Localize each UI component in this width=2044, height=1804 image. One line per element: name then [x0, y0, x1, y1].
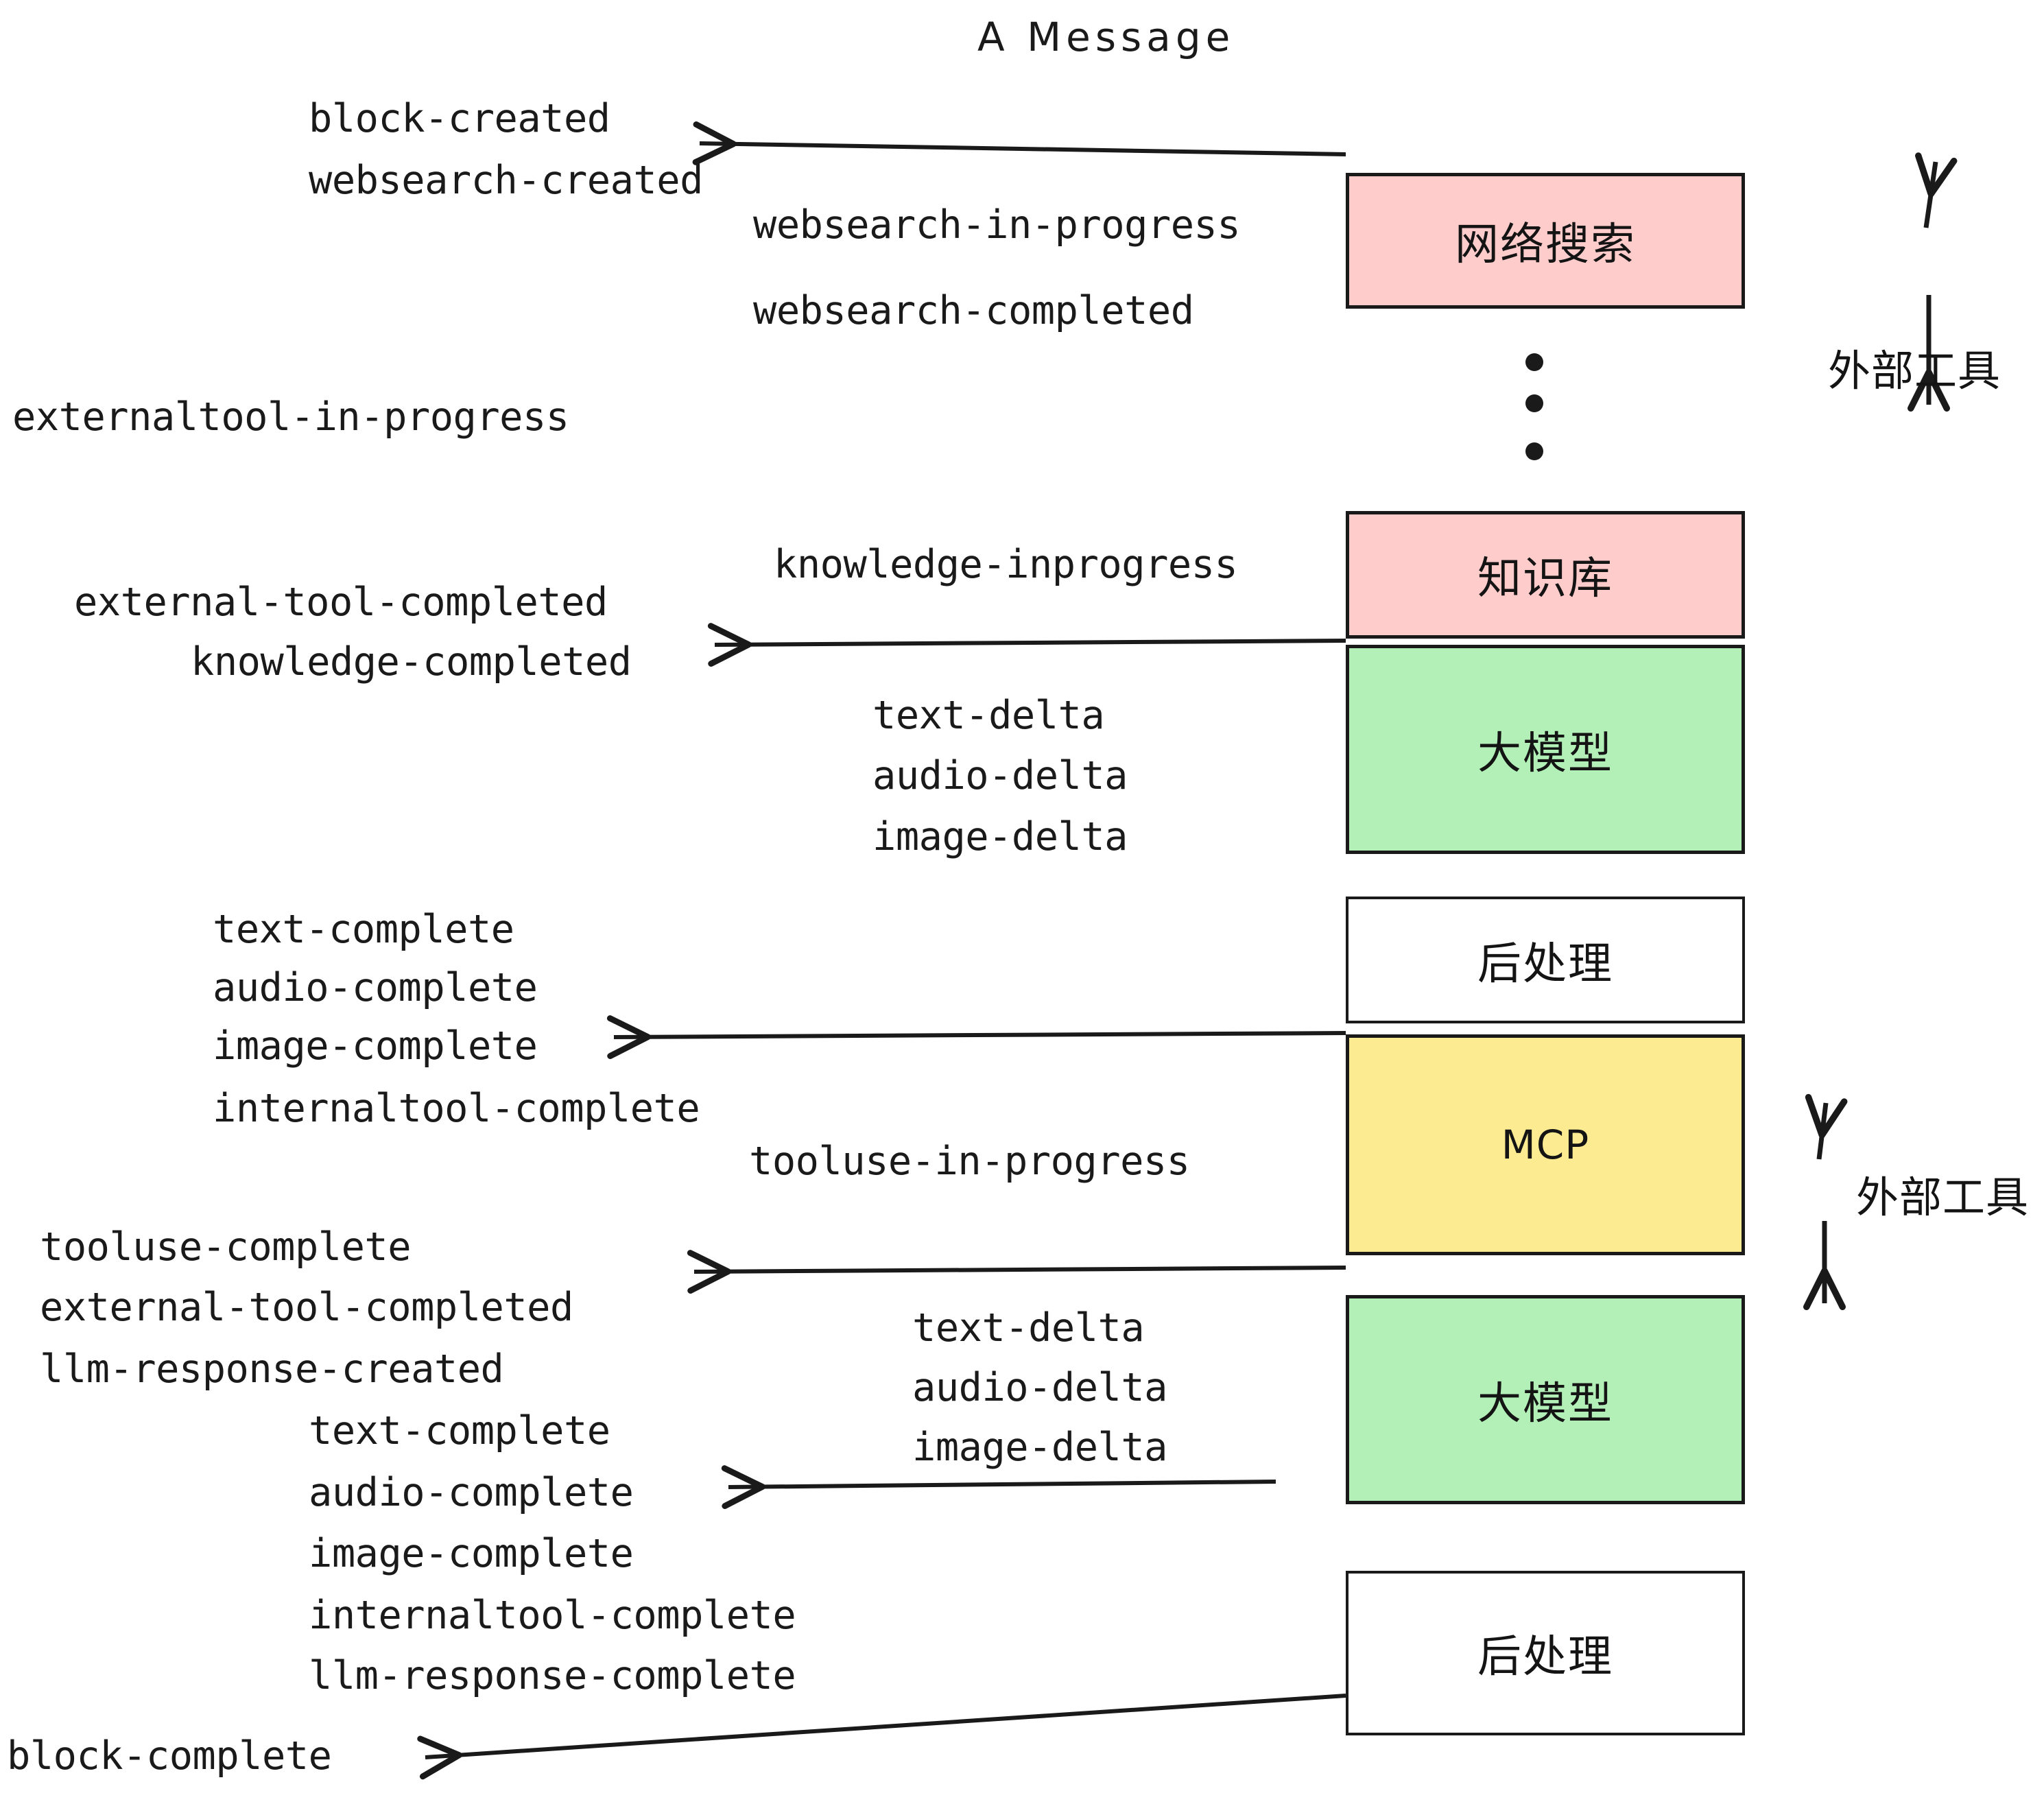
node-postprocess-2[interactable]: 后处理 — [1346, 1571, 1745, 1735]
label-external-tools-bottom: 外部工具 — [1856, 1172, 2030, 1222]
node-knowledge-label: 知识库 — [1477, 554, 1613, 604]
event-knowledge-inprogress: knowledge-inprogress — [774, 542, 1238, 587]
arrow-postprocess1-to-image-complete — [606, 1015, 1346, 1059]
event-knowledge-completed: knowledge-completed — [191, 639, 632, 685]
event-tooluse-complete: tooluse-complete — [40, 1224, 412, 1270]
event-text-delta-2: text-delta — [912, 1305, 1145, 1351]
event-image-delta-2: image-delta — [912, 1425, 1168, 1470]
event-llm-response-complete: llm-response-complete — [309, 1653, 796, 1698]
event-image-complete-1: image-complete — [213, 1023, 538, 1069]
event-audio-complete-1: audio-complete — [213, 965, 538, 1010]
arrow-knowledge-to-completed — [707, 623, 1346, 667]
node-mcp[interactable]: MCP — [1346, 1034, 1745, 1255]
event-block-complete: block-complete — [7, 1733, 332, 1779]
event-text-complete-2: text-complete — [309, 1408, 610, 1453]
event-websearch-in-progress: websearch-in-progress — [753, 202, 1241, 248]
node-mcp-label: MCP — [1501, 1121, 1590, 1168]
event-block-created: block-created — [309, 96, 610, 141]
node-knowledge[interactable]: 知识库 — [1346, 511, 1745, 639]
event-text-delta-1: text-delta — [872, 693, 1105, 738]
event-internaltool-complete-2: internaltool-complete — [309, 1593, 796, 1638]
event-websearch-completed: websearch-completed — [753, 288, 1194, 333]
event-audio-delta-1: audio-delta — [872, 753, 1128, 798]
event-websearch-created: websearch-created — [309, 158, 703, 203]
arrow-llm2-to-audio-complete — [721, 1465, 1276, 1509]
node-websearch-label: 网络搜索 — [1455, 219, 1636, 270]
arrow-external-tools-top-up — [1915, 152, 1958, 228]
event-external-tool-completed-1: external-tool-completed — [74, 580, 608, 625]
node-llm-2[interactable]: 大模型 — [1346, 1295, 1745, 1504]
event-audio-complete-2: audio-complete — [309, 1470, 634, 1515]
event-audio-delta-2: audio-delta — [912, 1365, 1168, 1410]
arrow-postprocess2-to-block-complete — [417, 1694, 1346, 1780]
page-title: A Message — [977, 14, 1235, 60]
event-image-complete-2: image-complete — [309, 1531, 634, 1576]
event-text-complete-1: text-complete — [213, 907, 514, 952]
arrow-websearch-to-created — [692, 121, 1346, 165]
ellipsis-dot — [1525, 394, 1543, 412]
arrow-external-tools-bottom-up — [1805, 1093, 1848, 1160]
event-externaltool-in-progress: externaltool-in-progress — [12, 394, 569, 440]
event-image-delta-1: image-delta — [872, 814, 1128, 859]
node-llm-1[interactable]: 大模型 — [1346, 645, 1745, 854]
ellipsis-dot — [1525, 353, 1543, 371]
node-postprocess-1-label: 后处理 — [1477, 938, 1613, 990]
event-internaltool-complete-1: internaltool-complete — [213, 1086, 700, 1131]
node-postprocess-2-label: 后处理 — [1477, 1632, 1613, 1683]
node-llm-2-label: 大模型 — [1477, 1378, 1613, 1429]
event-external-tool-completed-2: external-tool-completed — [40, 1285, 573, 1330]
node-llm-1-label: 大模型 — [1477, 728, 1613, 779]
event-tooluse-in-progress: tooluse-in-progress — [749, 1139, 1190, 1184]
ellipsis-dot — [1525, 442, 1543, 460]
node-postprocess-1[interactable]: 后处理 — [1346, 897, 1745, 1023]
node-websearch[interactable]: 网络搜索 — [1346, 173, 1745, 309]
label-external-tools-top: 外部工具 — [1828, 346, 2001, 396]
arrow-mcp-to-tooluse-complete — [687, 1250, 1346, 1294]
event-llm-response-created: llm-response-created — [40, 1346, 504, 1392]
